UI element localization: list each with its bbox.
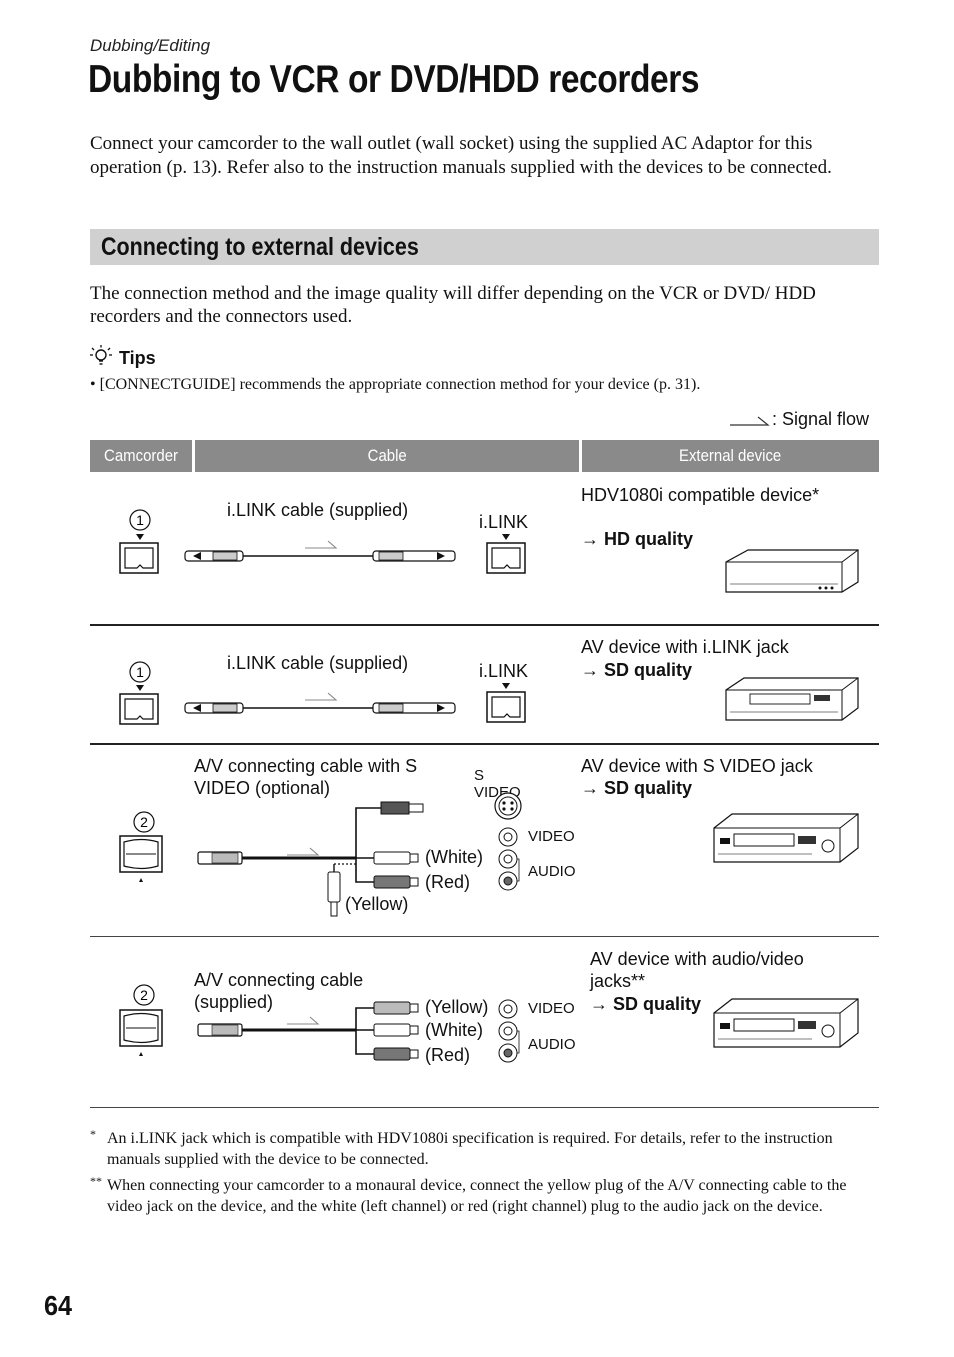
quality-label: → SD quality bbox=[581, 660, 693, 680]
section-lead: The connection method and the image qual… bbox=[90, 283, 816, 327]
page-title: Dubbing to VCR or DVD/HDD recorders bbox=[88, 58, 700, 101]
tips-label: Tips bbox=[119, 348, 156, 368]
device-jack-label: i.LINK bbox=[479, 661, 529, 681]
row-divider bbox=[90, 936, 879, 937]
ilink-jack-icon bbox=[119, 685, 159, 725]
row-divider bbox=[90, 743, 879, 745]
signal-flow-arrow-icon bbox=[305, 692, 338, 701]
svg-text:2: 2 bbox=[140, 814, 148, 830]
rca-jacks-icon bbox=[498, 827, 520, 891]
arrow-right-icon: → bbox=[581, 660, 605, 680]
cable-label: i.LINK cable (supplied) bbox=[227, 500, 409, 520]
plug-label-red: (Red) bbox=[425, 872, 471, 892]
device-label: AV device with S VIDEO jack bbox=[581, 756, 813, 776]
signal-flow-legend: : Signal flow bbox=[772, 409, 870, 429]
quality-label: → SD quality bbox=[581, 778, 693, 798]
footnote: ** When connecting your camcorder to a m… bbox=[90, 1174, 880, 1217]
footnote-text: An i.LINK jack which is compatible with … bbox=[107, 1130, 833, 1168]
page-number: 64 bbox=[44, 1290, 73, 1321]
cable-label: A/V connecting cable (supplied) bbox=[194, 970, 364, 1012]
cable-label: A/V connecting cable with S VIDEO (optio… bbox=[194, 756, 418, 798]
svg-text:2: 2 bbox=[140, 987, 148, 1003]
footnote-text: When connecting your camcorder to a mona… bbox=[107, 1177, 847, 1215]
vcr-icon bbox=[713, 813, 859, 863]
column-header-external-device: External device bbox=[582, 440, 879, 472]
lightbulb-icon bbox=[90, 345, 112, 365]
section-title: Connecting to external devices bbox=[101, 233, 419, 261]
cable-label: i.LINK cable (supplied) bbox=[227, 653, 409, 673]
ilink-jack-icon bbox=[486, 534, 526, 574]
column-header-cable: Cable bbox=[195, 440, 579, 472]
footnote-mark: * bbox=[90, 1127, 96, 1141]
tip-item: • [CONNECTGUIDE] recommends the appropri… bbox=[90, 376, 701, 393]
footnote: * An i.LINK jack which is compatible wit… bbox=[90, 1127, 880, 1170]
jack-number-badge: 2 bbox=[133, 984, 155, 1006]
jack-label-video: VIDEO bbox=[528, 1000, 575, 1017]
row-divider bbox=[90, 624, 879, 626]
av-remote-jack-icon bbox=[119, 1009, 163, 1056]
av-cable-svideo-icon bbox=[197, 801, 424, 917]
ilink-cable-icon bbox=[184, 550, 456, 562]
intro-paragraph: Connect your camcorder to the wall outle… bbox=[90, 133, 832, 178]
vcr-icon bbox=[713, 998, 859, 1048]
signal-flow-arrow-icon bbox=[305, 540, 338, 549]
arrow-right-icon: → bbox=[581, 778, 605, 798]
av-remote-jack-icon bbox=[119, 835, 163, 882]
svg-text:1: 1 bbox=[136, 664, 144, 680]
ilink-cable-icon bbox=[184, 702, 456, 714]
ilink-jack-icon bbox=[486, 683, 526, 723]
section-band bbox=[90, 229, 879, 265]
rca-jacks-icon bbox=[498, 999, 520, 1063]
signal-flow-arrow-icon bbox=[287, 847, 320, 856]
hdv-recorder-icon bbox=[725, 549, 859, 593]
plug-label-yellow: (Yellow) bbox=[425, 997, 489, 1017]
quality-label: → HD quality bbox=[581, 529, 694, 549]
jack-number-badge: 1 bbox=[129, 509, 151, 531]
ilink-jack-icon bbox=[119, 534, 159, 574]
tip-item-text: [CONNECTGUIDE] recommends the appropriat… bbox=[99, 376, 701, 393]
plug-label-white: (White) bbox=[425, 1020, 483, 1040]
svideo-jack-icon bbox=[494, 792, 522, 820]
table-bottom-rule bbox=[90, 1107, 879, 1108]
av-cable-icon bbox=[197, 1001, 419, 1061]
section-label: Dubbing/Editing bbox=[90, 36, 211, 55]
jack-number-badge: 2 bbox=[133, 811, 155, 833]
arrow-right-icon: → bbox=[581, 529, 605, 549]
jack-label-audio: AUDIO bbox=[528, 1036, 576, 1053]
signal-flow-arrow-icon bbox=[730, 416, 770, 426]
signal-flow-arrow-icon bbox=[287, 1016, 320, 1025]
device-jack-label: i.LINK bbox=[479, 512, 529, 532]
jack-number-badge: 1 bbox=[129, 661, 151, 683]
jack-label-video: VIDEO bbox=[528, 828, 575, 845]
device-label: HDV1080i compatible device* bbox=[581, 485, 820, 505]
footnote-mark: ** bbox=[90, 1174, 102, 1188]
device-label: AV device with audio/video jacks** bbox=[590, 949, 804, 991]
column-header-camcorder: Camcorder bbox=[90, 440, 192, 472]
device-label: AV device with i.LINK jack bbox=[581, 637, 789, 657]
arrow-right-icon: → bbox=[590, 994, 614, 1014]
quality-label: → SD quality bbox=[590, 994, 702, 1014]
plug-label-red: (Red) bbox=[425, 1045, 471, 1065]
svg-text:1: 1 bbox=[136, 512, 144, 528]
plug-label-white: (White) bbox=[425, 847, 483, 867]
plug-label-yellow: (Yellow) bbox=[345, 894, 409, 914]
recorder-icon bbox=[725, 677, 859, 721]
jack-label-audio: AUDIO bbox=[528, 863, 576, 880]
